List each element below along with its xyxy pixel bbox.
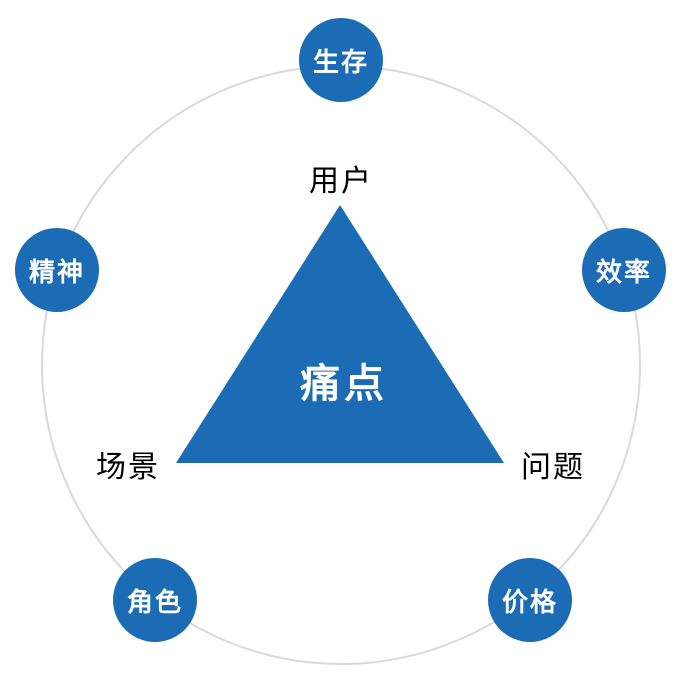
- node-role-label: 角色: [126, 587, 183, 617]
- node-survival-label: 生存: [312, 47, 369, 77]
- node-role: 角色: [113, 558, 197, 642]
- node-spirit: 精神: [15, 228, 99, 312]
- center-label-pain-point: 痛点: [300, 361, 388, 406]
- node-price: 价格: [488, 558, 572, 642]
- node-efficiency: 效率: [582, 228, 666, 312]
- triangle-polygon: [176, 205, 504, 463]
- node-survival: 生存: [299, 18, 383, 102]
- vertex-label-problem: 问题: [521, 451, 585, 484]
- node-spirit-label: 精神: [28, 257, 85, 287]
- vertex-label-user: 用户: [309, 165, 373, 198]
- vertex-label-scene: 场景: [96, 451, 160, 484]
- node-price-label: 价格: [501, 587, 558, 617]
- node-efficiency-label: 效率: [595, 257, 652, 287]
